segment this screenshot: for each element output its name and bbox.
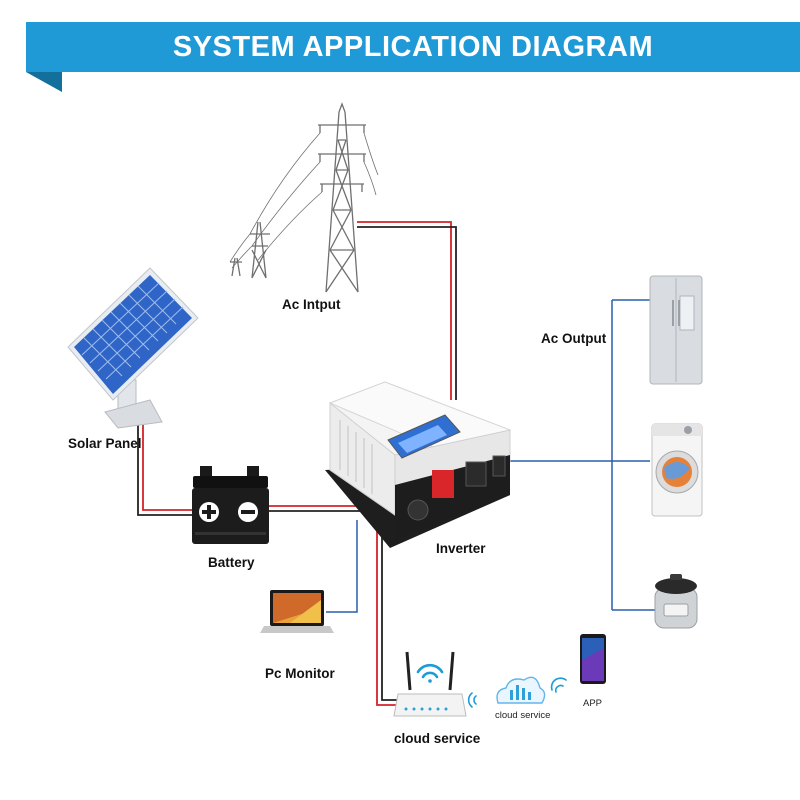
wires	[137, 221, 656, 706]
wifi-icon	[416, 663, 444, 683]
ac-input-label: Ac Intput	[282, 297, 341, 312]
grid-wire-black	[357, 226, 457, 400]
grid-wire-red	[357, 221, 452, 400]
solar-wire-red	[142, 424, 193, 511]
wifi-icon	[467, 692, 477, 708]
pc-wire	[326, 520, 358, 613]
cloud-service-small-label: cloud service	[495, 710, 551, 721]
phone-icon	[580, 634, 606, 684]
router-icon	[393, 651, 467, 717]
app-label: APP	[583, 698, 603, 709]
wifi-icon	[550, 677, 567, 693]
fridge-icon	[649, 275, 703, 385]
battery-icon	[192, 466, 269, 544]
cloud-service-label: cloud service	[394, 731, 481, 746]
ac-output-label: Ac Output	[541, 331, 607, 346]
title-banner-tail	[26, 72, 62, 92]
cloud-icon	[496, 676, 546, 704]
solar-panel-icon	[67, 267, 199, 429]
laptop-icon	[260, 590, 334, 633]
title-banner	[26, 22, 800, 72]
inverter-label: Inverter	[436, 541, 486, 556]
pylon-icon	[229, 102, 379, 293]
rice-cooker-icon	[654, 574, 698, 629]
page-title: SYSTEM APPLICATION DIAGRAM	[172, 31, 654, 63]
washing-machine-icon	[651, 423, 703, 517]
router-wire-red	[376, 528, 398, 706]
battery-label: Battery	[208, 555, 255, 570]
solar-panel-label: Solar Panel	[68, 436, 142, 451]
pc-monitor-label: Pc Monitor	[265, 666, 335, 681]
inverter-icon	[325, 381, 512, 548]
router-wire-black	[381, 532, 398, 701]
solar-wire-black	[137, 424, 193, 516]
